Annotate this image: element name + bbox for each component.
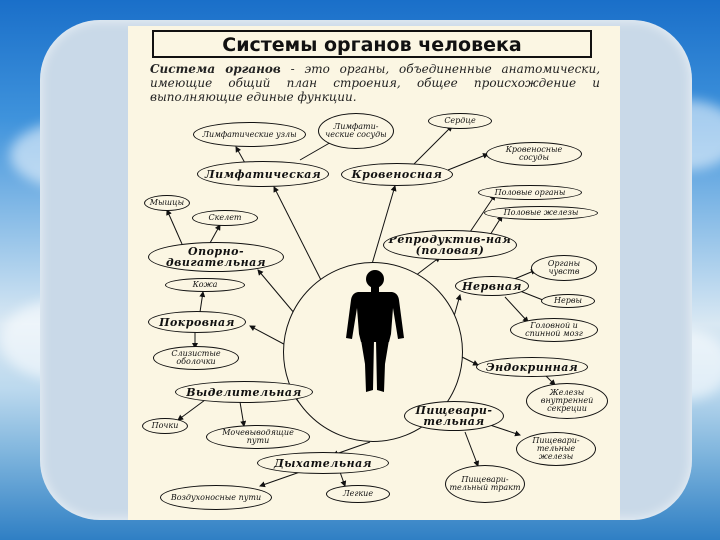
organ-lungs: Легкие	[326, 485, 390, 503]
system-integumentary: Покровная	[148, 311, 246, 333]
organ-airways: Воздухоносные пути	[160, 485, 272, 510]
organ-digestive-tract: Пищевари-тельный тракт	[445, 465, 525, 503]
system-respiratory: Дыхательная	[257, 452, 389, 474]
organ-skeleton: Скелет	[192, 210, 258, 226]
organ-lymph-nodes: Лимфатические узлы	[193, 122, 306, 147]
organ-lymph-vessels: Лимфати-ческие сосуды	[318, 113, 394, 149]
human-body-icon	[346, 270, 404, 392]
definition-body: - это органы, объединенные анатомически,…	[150, 62, 601, 104]
organ-blood-vessels: Кровеносные сосуды	[486, 142, 582, 166]
system-nervous: Нервная	[455, 276, 529, 296]
definition-term: Система органов	[150, 62, 281, 76]
organ-muscles: Мышцы	[144, 195, 190, 211]
organ-brain-spinal: Головной и спинной мозг	[510, 318, 598, 342]
organ-sense-organs: Органы чувств	[531, 255, 597, 281]
system-lymphatic: Лимфатическая	[197, 161, 329, 187]
organ-genitals: Половые органы	[478, 185, 582, 200]
system-musculoskeletal: Опорно-двигательная	[148, 242, 284, 272]
diagram-title: Системы органов человека	[152, 30, 592, 58]
system-excretory: Выделительная	[175, 381, 313, 403]
organ-digestive-glands: Пищевари-тельные железы	[516, 432, 596, 466]
organ-nerves: Нервы	[541, 294, 595, 308]
organ-endocrine-glands: Железы внутренней секреции	[526, 383, 608, 419]
organ-heart: Сердце	[428, 113, 492, 129]
system-reproductive: Репродуктив-ная (половая)	[383, 230, 517, 260]
organ-mucous: Слизистые оболочки	[153, 346, 239, 370]
organ-skin: Кожа	[165, 278, 245, 292]
system-digestive: Пищевари-тельная	[404, 401, 504, 431]
definition-text: Система органов - это органы, объединенн…	[150, 62, 600, 104]
organ-gonads: Половые железы	[484, 206, 598, 220]
organ-urinary: Мочевыводящие пути	[206, 425, 310, 449]
organ-kidneys: Почки	[142, 418, 188, 434]
system-endocrine: Эндокринная	[476, 357, 588, 377]
system-circulatory: Кровеносная	[341, 163, 453, 186]
